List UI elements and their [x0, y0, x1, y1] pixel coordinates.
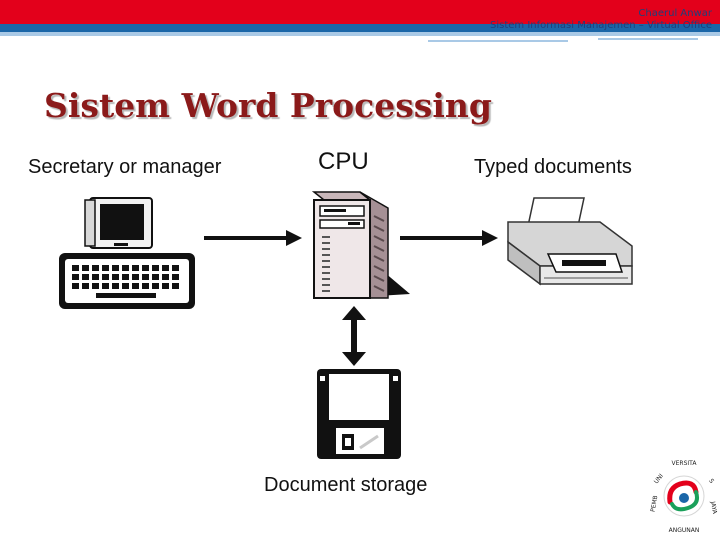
printer-icon	[504, 196, 636, 292]
svg-text:S: S	[707, 478, 715, 485]
header-line-fragment	[598, 38, 698, 40]
arrow-cpu-to-output	[400, 229, 498, 247]
svg-text:PEMB: PEMB	[650, 495, 659, 513]
svg-text:JAYA: JAYA	[709, 500, 718, 515]
header-text: Chaerul Anwar Sistem Informasi Manajemen…	[490, 8, 712, 32]
header-line-fragment	[428, 40, 568, 42]
node-label-output: Typed documents	[474, 156, 632, 179]
arrow-cpu-storage	[342, 306, 366, 366]
university-logo: VERSITA UNI S PEMB JAYA ANGUNAN	[650, 458, 718, 534]
header-author: Chaerul Anwar	[490, 8, 712, 20]
node-label-input: Secretary or manager	[28, 156, 221, 179]
header-light-strip	[0, 32, 720, 36]
svg-text:UNI: UNI	[653, 473, 665, 486]
svg-text:VERSITA: VERSITA	[672, 460, 698, 467]
svg-text:ANGUNAN: ANGUNAN	[669, 527, 700, 534]
node-label-storage: Document storage	[264, 474, 427, 497]
slide-title: Sistem Word Processing	[44, 86, 492, 125]
header-course: Sistem Informasi Manajemen – Virtual Off…	[490, 20, 712, 32]
floppy-disk-icon	[316, 368, 402, 460]
arrow-input-to-cpu	[204, 229, 302, 247]
cpu-tower-icon	[308, 186, 412, 302]
keyboard-icon	[58, 252, 196, 310]
node-label-cpu: CPU	[318, 148, 369, 176]
computer-icon	[84, 196, 154, 250]
